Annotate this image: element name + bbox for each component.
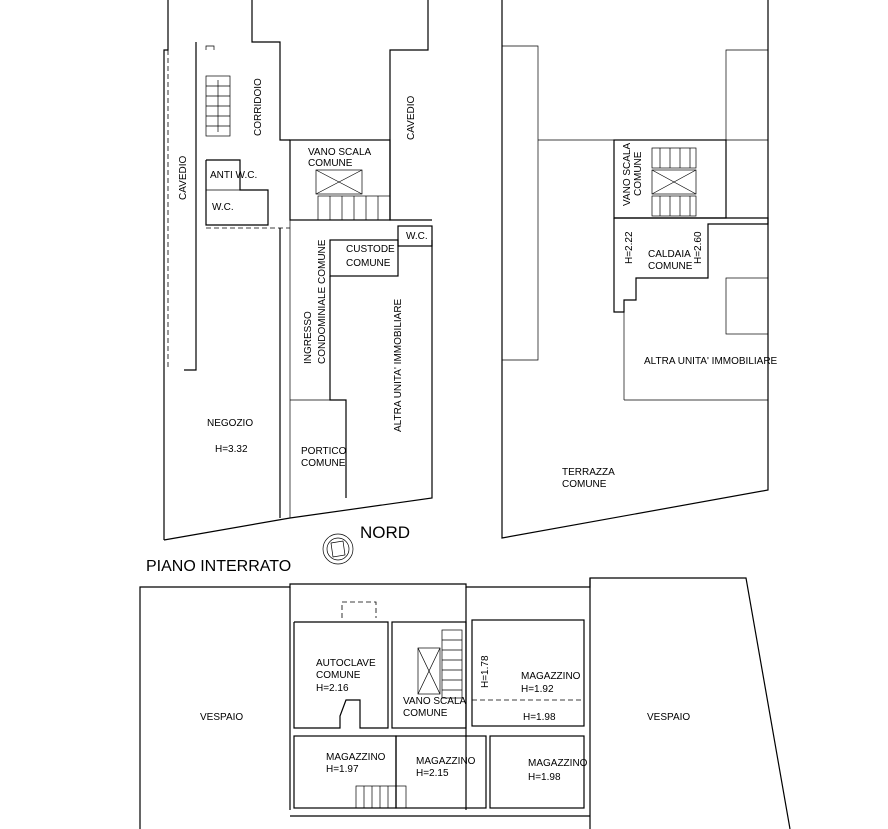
bs-outer-top [139,577,791,829]
magazzino-215-room [395,735,487,809]
vano-scala-basement [391,621,467,729]
label-h-198: H=1.98 [523,712,556,723]
label-h-222: H=2.22 [624,231,635,264]
label-magazzino-198-h: H=1.98 [528,772,561,783]
label-negozio-h: H=3.32 [215,444,248,455]
label-negozio: NEGOZIO [207,418,253,429]
outer-wall-bottom [163,240,433,541]
label-magazzino-192-h: H=1.92 [521,684,554,695]
label-vano-scala-1b: COMUNE [308,158,353,169]
north-label: NORD [360,523,410,542]
label-magazzino-215-h: H=2.15 [416,768,449,779]
label-vano-scala-3b: COMUNE [403,708,448,719]
ur-outer [501,0,769,539]
label-vespaio-left: VESPAIO [200,712,243,723]
label-autoclave-b: COMUNE [316,670,361,681]
stair-basement [355,785,407,809]
ur-box [725,277,769,335]
ur-inner-right [725,49,768,141]
label-cavedio-1: CAVEDIO [178,156,189,200]
label-corridoio: CORRIDOIO [253,78,264,136]
label-h-178: H=1.78 [480,655,491,688]
label-portico-b: COMUNE [301,458,346,469]
label-wc-1: W.C. [212,202,234,213]
label-altra-unita-1: ALTRA UNITA' IMMOBILIARE [393,298,404,432]
label-vespaio-right: VESPAIO [647,712,690,723]
label-vano-scala-1a: VANO SCALA [308,147,371,158]
custode-room [329,239,399,277]
plan-title: PIANO INTERRATO [146,558,291,575]
label-magazzino-192: MAGAZZINO [521,671,581,682]
cavedio-wall [184,42,197,371]
caldaia-room [613,217,769,313]
label-terrazza-a: TERRAZZA [562,467,615,478]
label-cavedio-2: CAVEDIO [406,96,417,140]
north-arrow [322,533,354,565]
label-magazzino-215: MAGAZZINO [416,756,476,767]
label-terrazza-b: COMUNE [562,479,607,490]
label-custode-b: COMUNE [346,258,391,269]
outer-wall-left [163,0,169,540]
label-magazzino-197-h: H=1.97 [326,764,359,775]
label-altra-unita-2: ALTRA UNITA' IMMOBILIARE [644,356,778,367]
label-ingresso-a: INGRESSO [303,311,314,364]
basement-plan [139,577,791,829]
label-caldaia-a: CALDAIA [648,249,691,260]
label-autoclave-h: H=2.16 [316,683,349,694]
label-wc-2: W.C. [406,231,428,242]
label-anti-wc: ANTI W.C. [210,170,257,181]
label-custode-a: CUSTODE [346,244,395,255]
magazzino-192-room [471,619,585,727]
label-portico-a: PORTICO [301,446,347,457]
outer-wall-right [389,0,432,221]
autoclave-room [293,621,389,729]
stair-landing [315,169,363,195]
label-magazzino-198: MAGAZZINO [528,758,588,769]
wc-room-2 [397,225,433,247]
outer-wall-top [251,0,290,141]
label-autoclave-a: AUTOCLAVE [316,658,376,669]
label-h-260: H=2.60 [693,231,704,264]
corridoio-wall [205,45,215,50]
upper-right-building [501,0,769,539]
label-caldaia-b: COMUNE [648,261,693,272]
label-vano-scala-3a: VANO SCALA [403,696,466,707]
upper-left-building [163,0,433,541]
wc-block [205,159,269,226]
bs-top-dash [341,601,377,618]
label-ingresso-b: CONDOMINIALE COMUNE [317,239,328,364]
ur-inner-left [502,45,539,361]
label-vano-scala-2b: COMUNE [633,151,644,196]
label-vano-scala-2a: VANO SCALA [622,143,633,206]
magazzino-198-room [489,735,585,809]
label-magazzino-197: MAGAZZINO [326,752,386,763]
